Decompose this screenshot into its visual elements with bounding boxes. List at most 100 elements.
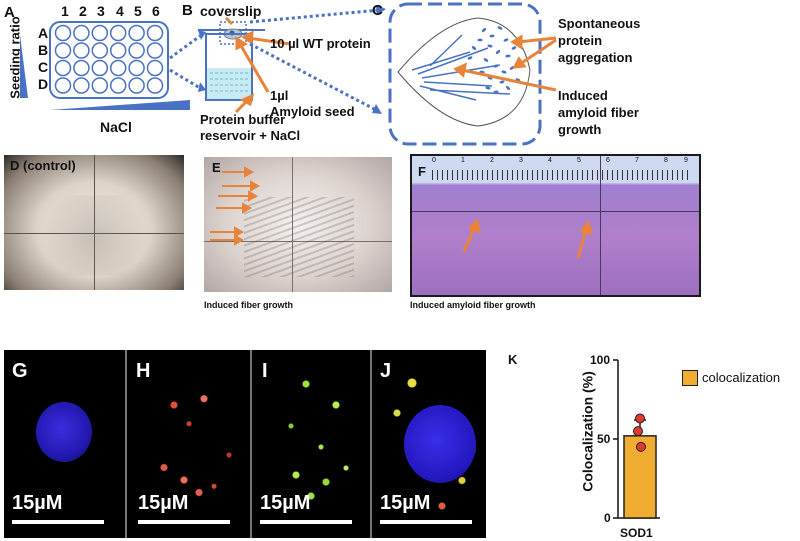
divider-3: [370, 350, 372, 538]
plate-well: [54, 42, 72, 59]
orange-arrows-c: [453, 34, 557, 92]
fiber-crosshair-h: [204, 241, 392, 242]
nucleus-blue: [36, 402, 92, 462]
panel-label-i: I: [262, 360, 268, 382]
plate-well: [128, 42, 145, 59]
aggregate-dot: [471, 46, 477, 50]
dotted-arrow-head-1: [198, 30, 206, 40]
plate-col-2: 2: [79, 3, 87, 19]
control-photo: [4, 155, 184, 290]
panel-label-e: E: [212, 160, 221, 175]
aggregate-dot: [489, 34, 495, 38]
plate-row-d: D: [38, 76, 49, 92]
fiber-label-1: Induced: [558, 88, 608, 103]
amyloid-crosshair-v: [600, 156, 601, 295]
plate-well: [128, 24, 145, 42]
ruler-9: 9: [684, 157, 688, 164]
dotted-arrow-head-3: [376, 5, 386, 15]
data-point-sod1: [635, 413, 645, 424]
plate-well: [109, 59, 127, 77]
panel-label-h: H: [136, 360, 151, 382]
aggregate-dot: [501, 70, 507, 74]
aggregate-dot: [485, 86, 491, 90]
aggregation-label-1: Spontaneous: [558, 16, 641, 31]
panel-label-a: A: [4, 4, 15, 21]
scale-label-g: 15µM: [12, 492, 63, 514]
reservoir-hatching: [210, 72, 248, 92]
scale-label-i: 15µM: [260, 492, 311, 514]
chart-ytick-50: 50: [597, 432, 611, 446]
scale-label-j: 15µM: [380, 492, 431, 514]
panel-label-g: G: [12, 360, 28, 382]
aggregate-dot: [505, 54, 511, 58]
divider-1: [125, 350, 127, 538]
plate-well: [73, 24, 90, 42]
plate-well: [128, 77, 145, 94]
chart-ytick-100: 100: [590, 353, 611, 367]
merge-nucleus: [404, 405, 476, 483]
panel-label-d: D (control): [10, 158, 76, 173]
aggregate-dot: [511, 46, 517, 50]
panel-label-c: C: [372, 2, 383, 19]
chart-ylabel: Colocalization (%): [579, 371, 596, 492]
aggregation-label-3: aggregation: [558, 50, 633, 65]
ruler-8: 8: [664, 157, 668, 164]
plate-well: [109, 77, 127, 94]
ruler-0: 0: [432, 157, 436, 164]
aggregate-dot: [495, 50, 501, 54]
wt-protein-label: 10 µl WT protein: [270, 36, 371, 51]
aggregate-dot: [467, 56, 473, 60]
control-speckle: [34, 195, 154, 275]
plate-row-a: A: [38, 25, 49, 41]
aggregate-dot: [481, 27, 487, 33]
plate-row-c: C: [38, 59, 49, 75]
fiber-label-3: growth: [558, 122, 602, 137]
aggregate-dot: [505, 85, 511, 91]
coverslip-label: coverslip: [200, 3, 262, 19]
amyloid-crosshair-h: [412, 211, 699, 212]
reservoir-label-1: Protein buffer: [200, 112, 286, 127]
orange-arrows-b: [224, 16, 291, 114]
amyloid-green-signal: [266, 370, 366, 510]
ruler-2: 2: [490, 157, 494, 164]
control-crosshair-v: [94, 155, 95, 290]
ruler-6: 6: [606, 157, 610, 164]
plate-well: [109, 42, 127, 59]
aggregate-dot: [487, 44, 493, 48]
aggregate-dot: [493, 90, 499, 94]
scale-bar-i: [260, 520, 352, 524]
plate-well: [91, 24, 109, 42]
scale-bar-h: [138, 520, 230, 524]
caption-f: Induced amyloid fiber growth: [410, 300, 536, 310]
ruler-7: 7: [635, 157, 639, 164]
nacl-wedge: [50, 100, 190, 110]
seeding-ratio-wedge: [20, 35, 28, 98]
ruler-5: 5: [577, 157, 581, 164]
plate-well: [73, 77, 90, 94]
fiber-label-2: amyloid fiber: [558, 105, 639, 120]
ruler-ticks: [432, 170, 692, 180]
fiber-crosshair-v: [292, 157, 293, 292]
aggregate-dot: [499, 80, 505, 84]
aggregate-dot: [477, 38, 483, 42]
plate-col-1: 1: [61, 3, 69, 19]
fiber-photo: [204, 157, 392, 292]
data-point-sod1: [633, 426, 643, 437]
dotted-arrow-head-4: [372, 104, 382, 114]
plate-well: [54, 77, 72, 94]
microscopy-strip: 15µM 15µM 15µM 15µM: [4, 350, 486, 538]
plate-well: [73, 42, 90, 59]
amyloid-photo: [410, 154, 701, 297]
plate-well: [146, 77, 164, 94]
plate-col-4: 4: [116, 3, 124, 19]
nacl-axis-label: NaCl: [100, 119, 132, 135]
chart-category-sod1: SOD1: [620, 526, 653, 540]
dotted-arrow-plate-to-coverslip: [169, 34, 201, 60]
plate-well: [128, 59, 145, 77]
panel-label-b: B: [182, 2, 193, 19]
fiber-streaks: [244, 197, 354, 277]
plate-col-3: 3: [97, 3, 105, 19]
